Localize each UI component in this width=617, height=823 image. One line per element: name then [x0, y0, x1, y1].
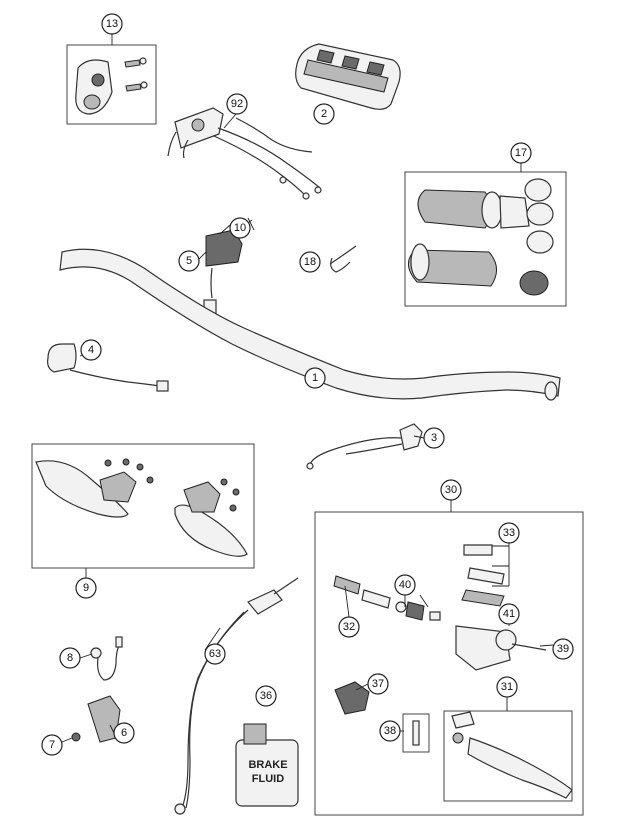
- callout-92: 92: [226, 93, 248, 115]
- svg-text:9: 9: [83, 582, 89, 594]
- callout-18: 18: [299, 251, 321, 273]
- callout-31: 31: [496, 676, 518, 698]
- callout-41: 41: [498, 603, 520, 625]
- svg-text:13: 13: [106, 18, 118, 30]
- callout-7: 7: [41, 734, 63, 756]
- svg-text:63: 63: [209, 648, 221, 660]
- svg-text:3: 3: [431, 432, 437, 444]
- svg-text:2: 2: [321, 108, 327, 120]
- part-30-master-cylinder: [314, 511, 584, 816]
- svg-text:30: 30: [445, 484, 457, 496]
- part-63-brake-hose: [174, 577, 299, 815]
- svg-text:36: 36: [260, 690, 272, 702]
- callout-3: 3: [423, 427, 445, 449]
- callout-9: 9: [75, 577, 97, 599]
- svg-text:33: 33: [503, 527, 515, 539]
- bottle-label-line2: FLUID: [252, 773, 284, 785]
- callout-8: 8: [59, 647, 81, 669]
- part-92-throttle-cables: [167, 107, 322, 200]
- callout-5: 5: [178, 250, 200, 272]
- part-9-hand-guards: [31, 443, 255, 569]
- callout-2: 2: [313, 103, 335, 125]
- svg-text:17: 17: [515, 147, 527, 159]
- svg-text:10: 10: [234, 222, 246, 234]
- callout-10: 10: [229, 217, 251, 239]
- svg-text:92: 92: [231, 98, 243, 110]
- callout-40: 40: [394, 574, 416, 596]
- callout-38: 38: [379, 720, 401, 742]
- callout-32: 32: [338, 616, 360, 638]
- callout-37: 37: [367, 673, 389, 695]
- callout-1: 1: [304, 367, 326, 389]
- callout-30: 30: [440, 479, 462, 501]
- svg-text:37: 37: [372, 678, 384, 690]
- callout-36: 36: [255, 685, 277, 707]
- bottle-label-line1: BRAKE: [248, 759, 287, 771]
- svg-text:41: 41: [503, 608, 515, 620]
- svg-text:38: 38: [384, 725, 396, 737]
- svg-text:1: 1: [312, 372, 318, 384]
- callout-63: 63: [204, 643, 226, 665]
- callout-6: 6: [113, 722, 135, 744]
- part-17-grips: [404, 171, 567, 307]
- svg-text:6: 6: [121, 727, 127, 739]
- part-36-brake-fluid-bottle: [235, 723, 299, 807]
- svg-text:5: 5: [186, 255, 192, 267]
- svg-text:7: 7: [49, 739, 55, 751]
- svg-text:4: 4: [88, 344, 94, 356]
- part-13-throttle-housing: [66, 44, 157, 125]
- callout-33: 33: [498, 522, 520, 544]
- svg-text:40: 40: [399, 579, 411, 591]
- svg-text:39: 39: [557, 643, 569, 655]
- callout-4: 4: [80, 339, 102, 361]
- part-4-clutch-switch: [47, 343, 169, 392]
- svg-text:8: 8: [67, 652, 73, 664]
- svg-text:31: 31: [501, 681, 513, 693]
- callout-39: 39: [552, 638, 574, 660]
- callout-17: 17: [510, 142, 532, 164]
- part-18-cable-tie: [329, 245, 357, 273]
- svg-text:18: 18: [304, 256, 316, 268]
- part-6-7-8-brake-switch: [71, 636, 123, 743]
- part-2-handlebar-pad: [295, 43, 401, 110]
- callout-13: 13: [101, 13, 123, 35]
- svg-text:32: 32: [343, 621, 355, 633]
- part-3-switch: [306, 423, 423, 470]
